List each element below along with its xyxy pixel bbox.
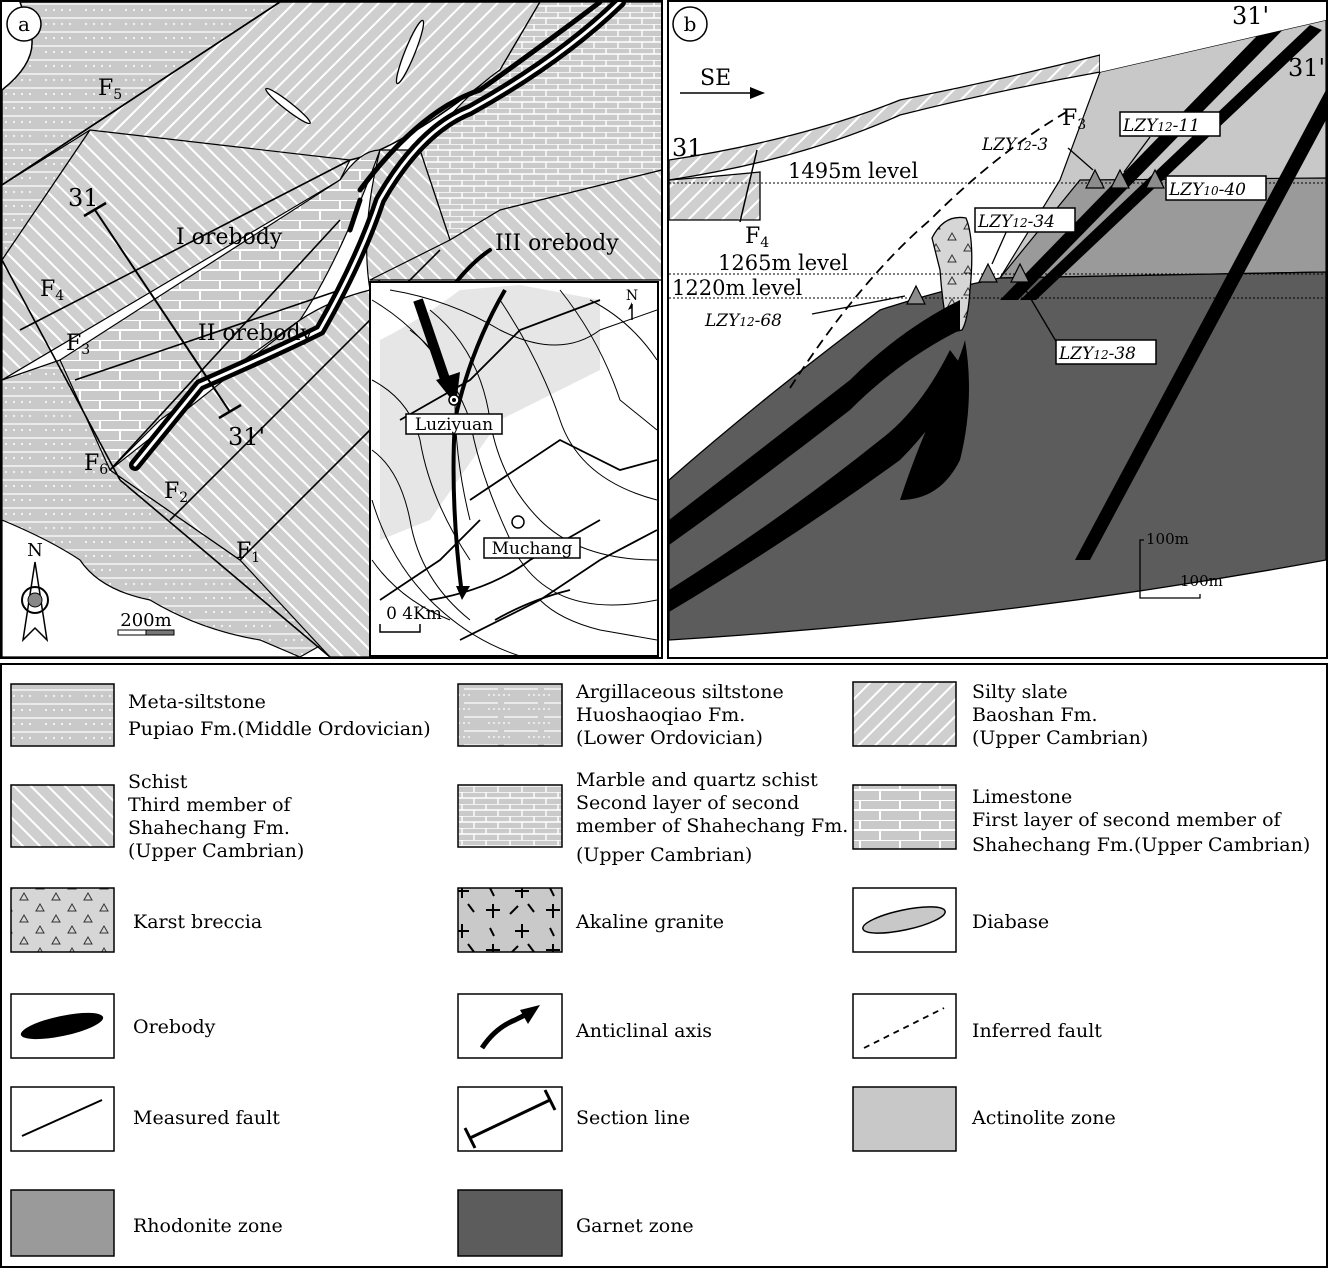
section-line-31: 31 31' xyxy=(68,184,265,451)
legend-inferred-fault: Inferred fault xyxy=(972,1020,1102,1042)
fault-b-f4: F4 xyxy=(745,224,769,251)
sample-markers xyxy=(906,168,1165,305)
panel-b-section: b SE 31 31' 31' F3 F4 1495m level 1265m … xyxy=(667,0,1328,659)
sample-lzy12-68: LZY12-68 xyxy=(704,311,782,331)
svg-text:N: N xyxy=(27,540,43,561)
sample-lzy12-34: LZY12-34 xyxy=(977,212,1055,232)
legend-karst-breccia: Karst breccia xyxy=(133,911,262,933)
inset-place-luziyuan: Luziyuan xyxy=(415,415,493,435)
fault-label-f3: F3 xyxy=(66,331,90,358)
orebody-label-2: II orebody xyxy=(198,321,314,346)
svg-text:100m: 100m xyxy=(1180,572,1223,590)
legend-actinolite-zone: Actinolite zone xyxy=(971,1107,1116,1129)
panel-b-letter: b xyxy=(684,12,697,36)
sample-lzy12-11: LZY12-11 xyxy=(1122,116,1200,136)
legend-orebody: Orebody xyxy=(133,1016,216,1038)
legend-measured-fault: Measured fault xyxy=(133,1107,280,1129)
section-b-end-a: 31' xyxy=(1232,2,1269,30)
north-arrow: N xyxy=(21,540,49,643)
section-end-label: 31' xyxy=(228,423,265,451)
scale-bar-b: 100m 100m xyxy=(1139,530,1223,599)
inferred-fault xyxy=(789,109,1071,389)
section-b-end-b: 31' xyxy=(1288,54,1325,82)
sample-lzy12-3: LZY12-3 xyxy=(981,135,1048,155)
fault-label-f4: F4 xyxy=(40,277,64,304)
level-1265: 1265m level xyxy=(718,251,848,275)
inset-scale: 0 4Km xyxy=(386,604,442,624)
level-1220: 1220m level xyxy=(672,276,802,300)
direction-label: SE xyxy=(700,66,731,91)
svg-text:100m: 100m xyxy=(1146,530,1189,548)
section-b-start: 31 xyxy=(672,134,703,162)
svg-text:200m: 200m xyxy=(120,610,171,631)
sample-lzy10-40: LZY10-40 xyxy=(1168,180,1246,200)
legend-garnet-zone: Garnet zone xyxy=(576,1215,694,1237)
svg-text:N: N xyxy=(626,288,638,304)
legend-diabase: Diabase xyxy=(972,911,1049,933)
inset-map: N Luziyuan Muchang 0 4Km xyxy=(369,281,659,657)
fault-label-f2: F2 xyxy=(164,479,188,506)
fault-label-f5: F5 xyxy=(98,76,122,103)
fault-label-f1: F1 xyxy=(236,539,260,566)
legend-rhodonite-zone: Rhodonite zone xyxy=(133,1215,283,1237)
inset-place-muchang: Muchang xyxy=(492,539,573,559)
diabase-lens xyxy=(265,87,311,125)
panel-a-letter: a xyxy=(18,12,30,36)
legend-anticlinal-axis: Anticlinal axis xyxy=(575,1020,712,1042)
sample-lzy12-38: LZY12-38 xyxy=(1058,344,1136,364)
diabase-lens xyxy=(395,19,425,85)
legend-section-line: Section line xyxy=(576,1107,690,1129)
panel-a-map: a 31 31' F5 F4 F3 F6 F2 F1 I orebody II … xyxy=(0,0,663,659)
fault-label-f6: F6 xyxy=(84,451,108,478)
section-start-label: 31 xyxy=(68,184,99,212)
scale-bar-a: 200m xyxy=(117,610,175,636)
fault-b-f3: F3 xyxy=(1062,106,1086,133)
level-lines xyxy=(669,182,1326,299)
level-1495: 1495m level xyxy=(788,159,918,183)
legend-akaline-granite: Akaline granite xyxy=(575,911,724,933)
orebody-label-3: III orebody xyxy=(495,231,619,256)
orebody-label-1: I orebody xyxy=(176,225,283,250)
